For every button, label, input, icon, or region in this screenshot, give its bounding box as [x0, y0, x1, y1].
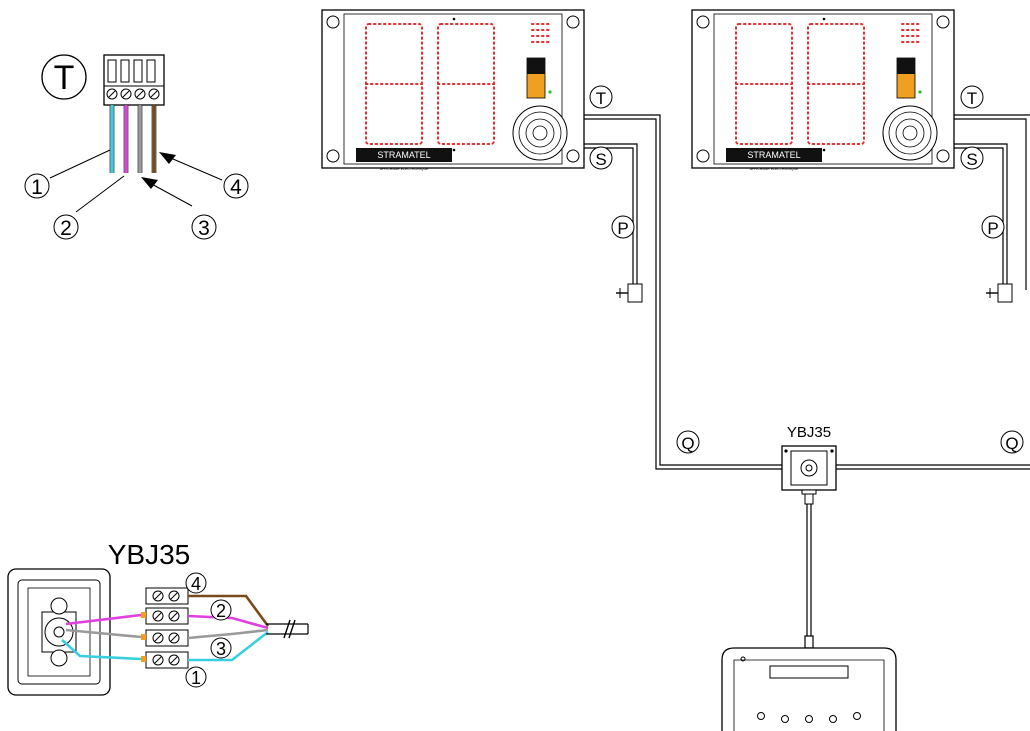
display-panel-2: STRAMATEL AFFICHAGE ELECTRONIQUE	[691, 9, 955, 171]
controller-box	[721, 647, 897, 731]
brand-plate-2: STRAMATEL AFFICHAGE ELECTRONIQUE	[726, 148, 822, 171]
callout-3: 3	[191, 214, 217, 240]
digit-1	[735, 23, 793, 145]
ybj35-label-detail: YBJ35	[108, 539, 191, 570]
svg-text:4: 4	[191, 574, 201, 594]
label-p-1: P	[611, 215, 635, 239]
svg-text:1: 1	[31, 176, 43, 199]
svg-text:STRAMATEL: STRAMATEL	[747, 150, 800, 160]
detail-callout-2: 2	[210, 599, 232, 621]
detail-callout-1: 1	[185, 666, 207, 688]
brand-plate-1: STRAMATEL AFFICHAGE ELECTRONIQUE	[356, 148, 452, 171]
connector-label: T	[54, 59, 75, 97]
callout-2: 2	[53, 214, 79, 240]
svg-text:S: S	[966, 150, 977, 169]
detail-cable	[266, 619, 309, 639]
svg-text:AFFICHAGE ELECTRONIQUE: AFFICHAGE ELECTRONIQUE	[750, 167, 799, 171]
probe-plug-2	[986, 283, 1013, 303]
cable-to-controller	[804, 504, 814, 649]
svg-text:P: P	[987, 219, 998, 238]
svg-text:STRAMATEL: STRAMATEL	[377, 150, 430, 160]
label-t-2: T	[960, 85, 984, 109]
digit-2	[807, 23, 865, 145]
svg-text:S: S	[595, 150, 606, 169]
cable-s-display-1	[584, 143, 638, 288]
terminal-block	[103, 54, 165, 106]
svg-text:4: 4	[230, 176, 242, 199]
svg-text:T: T	[596, 89, 606, 108]
digit-1	[365, 23, 423, 145]
detail-wires	[61, 594, 270, 662]
svg-text:Q: Q	[1005, 434, 1018, 453]
svg-text:2: 2	[216, 601, 226, 621]
svg-text:1: 1	[191, 668, 201, 688]
connector-t-detail: T	[24, 54, 249, 240]
label-t-1: T	[589, 85, 613, 109]
label-s-2: S	[960, 146, 984, 170]
digit-2	[437, 23, 495, 145]
display-panel-1: STRAMATEL AFFICHAGE ELECTRONIQUE	[321, 9, 585, 171]
cable-t-display-2	[836, 114, 1030, 470]
ybj35-junction-box	[781, 445, 837, 505]
svg-text:Q: Q	[681, 434, 694, 453]
label-p-2: P	[981, 215, 1005, 239]
svg-text:P: P	[617, 219, 628, 238]
detail-callout-4: 4	[185, 572, 207, 594]
detail-callout-3: 3	[210, 637, 232, 659]
callout-4: 4	[223, 173, 249, 199]
led-matrix	[901, 23, 921, 43]
label-q-right: Q	[1000, 430, 1024, 454]
svg-text:2: 2	[60, 217, 72, 240]
label-q-left: Q	[676, 430, 700, 454]
ybj35-label-top: YBJ35	[787, 424, 831, 441]
ybj35-detail-box	[7, 568, 111, 696]
svg-text:T: T	[967, 89, 977, 108]
callout-1: 1	[24, 173, 50, 199]
svg-text:3: 3	[216, 639, 226, 659]
cable-t-display-1	[584, 114, 782, 470]
horn-speaker-2	[882, 105, 938, 161]
label-s-1: S	[589, 146, 613, 170]
probe-plug-1	[616, 283, 643, 303]
svg-text:AFFICHAGE ELECTRONIQUE: AFFICHAGE ELECTRONIQUE	[380, 167, 429, 171]
horn-speaker-1	[512, 105, 568, 161]
terminal-strip	[141, 587, 189, 669]
svg-text:3: 3	[198, 217, 210, 240]
led-matrix	[531, 23, 551, 43]
